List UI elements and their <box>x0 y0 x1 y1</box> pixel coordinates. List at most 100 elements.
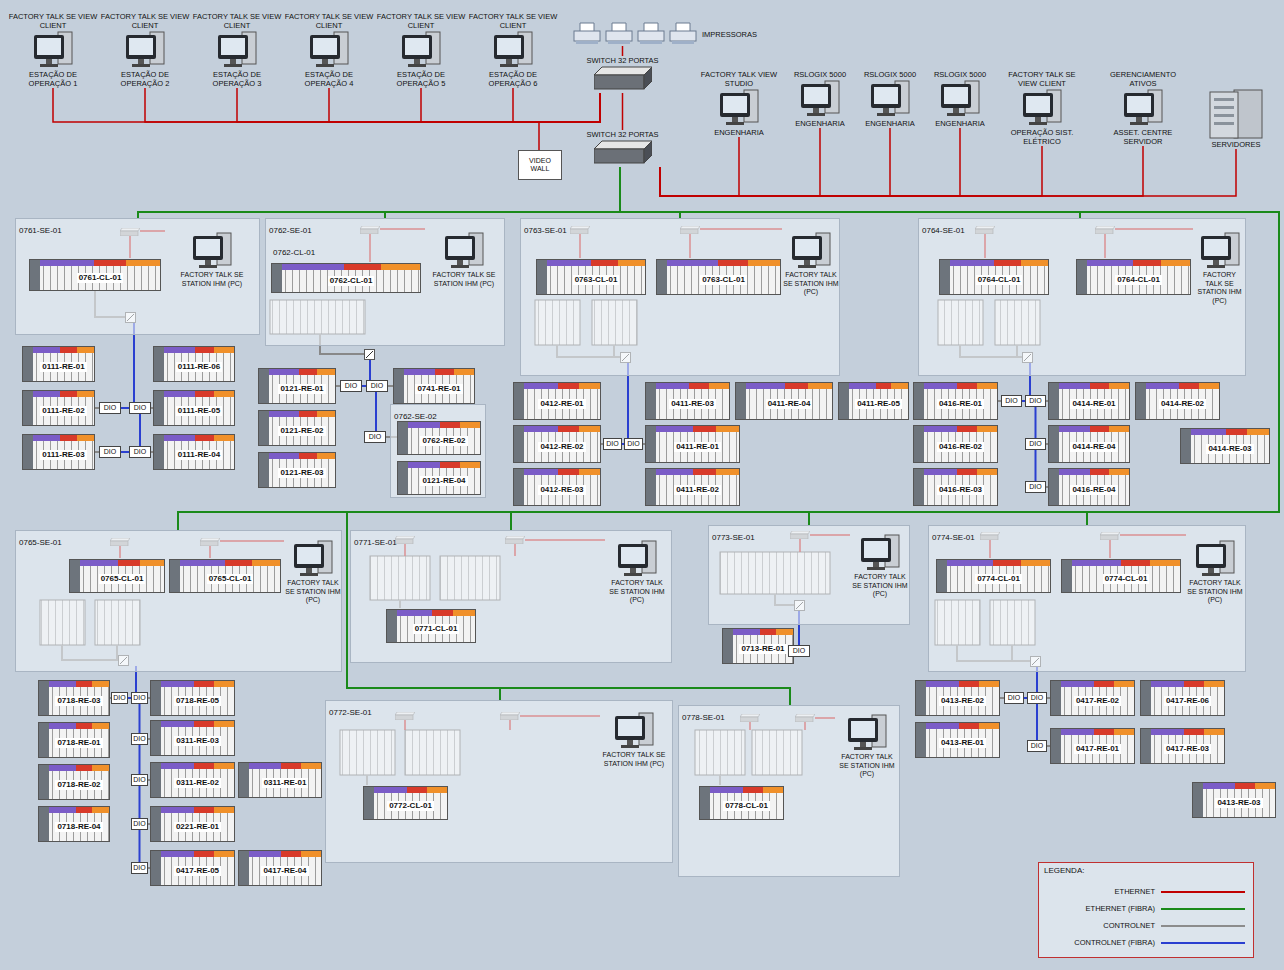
node-label: DIO <box>1031 694 1043 702</box>
node-label: 0413-RE-03 <box>1215 798 1262 808</box>
network-link <box>139 414 141 446</box>
plc-rack: 0741-RE-01 <box>393 368 475 404</box>
node-label: 0762-CL-01 <box>328 276 375 286</box>
plc-rack: 0412-RE-01 <box>513 382 601 420</box>
plc-rack: 0413-RE-02 <box>915 680 1000 716</box>
node-label: DIO <box>133 735 145 743</box>
node-label: 0764-CL-01 <box>1115 275 1162 285</box>
network-switch: SWITCH 32 PORTAS <box>575 56 670 93</box>
monitor-icon <box>490 30 536 70</box>
node-label: DIO <box>606 440 618 448</box>
server-icon <box>1204 88 1268 140</box>
node-caption: ENGENHARIA <box>935 119 985 128</box>
substation-panel: 0762-CL-01FACTORY TALK SE STATION IHM (P… <box>265 218 505 346</box>
node-label: FACTORY TALK SE STATION IHM (PC) <box>851 573 909 599</box>
network-link <box>237 88 600 122</box>
node-label: DIO <box>104 404 116 412</box>
plc-rack: 0411-RE-02 <box>645 468 740 506</box>
node-label: 0713-RE-01 <box>739 644 786 654</box>
legend-row: ETHERNET <box>1039 883 1253 900</box>
network-link <box>121 407 129 409</box>
network-link <box>620 167 1080 218</box>
node-label: FACTORY TALK SE STATION IHM (PC) <box>601 751 667 768</box>
node-label: 0416-RE-04 <box>1070 485 1117 495</box>
substation-panel: 0774-CL-010774-CL-01FACTORY TALK SE STAT… <box>928 525 1246 672</box>
rack-heading: 0762-CL-01 <box>273 248 315 258</box>
node-label: 0765-SE-01 <box>19 538 62 548</box>
node-label: DIO <box>134 448 146 456</box>
fiber-dio: DIO <box>131 692 148 704</box>
node-label: FACTORY TALK SE VIEW CLIENT <box>284 12 374 30</box>
node-label: DIO <box>1031 742 1043 750</box>
node-label: 0718-RE-05 <box>174 696 221 706</box>
network-switch: SWITCH 32 PORTAS <box>575 130 670 167</box>
node-label: 0121-RE-02 <box>278 426 325 436</box>
node-label: 0111-RE-03 <box>40 450 86 460</box>
network-link <box>660 146 1143 196</box>
plc-rack: 0412-RE-02 <box>513 425 601 463</box>
node-label: 0412-RE-01 <box>538 399 585 409</box>
substation-panel: FACTORY TALK SE STATION IHM (PC)0778-CL-… <box>678 705 900 877</box>
plc-rack: 0412-RE-03 <box>513 468 601 506</box>
node-caption: ESTAÇÃO DE OPERAÇÃO 1 <box>8 70 98 88</box>
fiber-dio: DIO <box>131 862 148 874</box>
node-label: DIO <box>104 448 116 456</box>
plc-rack: 0765-CL-01 <box>169 559 281 593</box>
network-link <box>329 88 600 122</box>
node-label: FACTORY TALK SE VIEW CLIENT <box>998 70 1086 88</box>
plc-rack: 0718-RE-01 <box>38 722 110 758</box>
node-label: 0741-RE-01 <box>415 384 462 394</box>
monitor-icon <box>867 79 913 119</box>
node-caption: ENGENHARIA <box>865 119 915 128</box>
fiber-dio: DIO <box>624 438 643 450</box>
plc-rack: 0771-CL-01 <box>386 609 476 643</box>
node-label: FACTORY TALK SE VIEW CLIENT <box>8 12 98 30</box>
operator-workstation: RSLOGIX 5000ENGENHARIA <box>786 70 854 128</box>
plc-rack: 0121-RE-03 <box>258 452 336 488</box>
plc-rack: 0311-RE-02 <box>150 762 235 798</box>
node-label: 0414-RE-01 <box>1070 399 1117 409</box>
node-caption: ENGENHARIA <box>795 119 845 128</box>
plc-rack: 0417-RE-01 <box>1050 728 1135 764</box>
plc-rack: 0111-RE-04 <box>153 434 235 470</box>
node-label: FACTORY TALK SE STATION IHM (PC) <box>285 579 341 605</box>
plc-rack: 0765-CL-01 <box>69 559 165 593</box>
node-label: 0718-RE-03 <box>55 696 102 706</box>
node-label: DIO <box>1005 397 1017 405</box>
node-label: 0417-RE-06 <box>1164 696 1211 706</box>
plc-rack: 0111-RE-05 <box>153 390 235 426</box>
node-label: DIO <box>371 382 383 390</box>
monitor-icon <box>716 88 762 128</box>
hmi-station: FACTORY TALK SE STATION IHM (PC) <box>285 539 341 605</box>
node-label: 0411-RE-02 <box>674 485 721 495</box>
legend-sample <box>1161 905 1245 913</box>
node-label: FACTORY TALK SE VIEW CLIENT <box>376 12 466 30</box>
node-label: 0718-RE-02 <box>55 780 102 790</box>
server-group: SERVIDORES <box>1198 88 1274 149</box>
network-link <box>539 93 600 150</box>
node-label: DIO <box>627 440 639 448</box>
fiber-dio: DIO <box>111 692 128 704</box>
plc-rack: 0411-RE-04 <box>735 382 833 420</box>
network-link <box>660 137 739 196</box>
plc-rack: 0414-RE-04 <box>1048 425 1130 463</box>
monitor-icon <box>122 30 168 70</box>
fiber-dio: DIO <box>131 733 148 745</box>
plc-rack: 0762-CL-01 <box>271 263 421 293</box>
substation-panel: FACTORY TALK SE STATION IHM (PC)0772-CL-… <box>325 700 673 863</box>
node-label: 0111-RE-02 <box>40 406 86 416</box>
node-label: DIO <box>345 382 357 390</box>
network-link <box>660 149 1236 196</box>
node-label: 0411-RE-04 <box>766 399 813 409</box>
plc-rack: 0413-RE-01 <box>915 722 1000 758</box>
node-caption: ESTAÇÃO DE OPERAÇÃO 4 <box>284 70 374 88</box>
node-label: 0417-RE-01 <box>1074 744 1121 754</box>
plc-rack: 0416-RE-03 <box>913 468 998 506</box>
node-label: 0761-SE-01 <box>19 226 62 236</box>
monitor-icon <box>614 539 660 579</box>
node-label: 0414-RE-03 <box>1206 444 1253 454</box>
node-label: DIO <box>1008 694 1020 702</box>
monitor-icon <box>1192 539 1238 579</box>
monitor-icon <box>306 30 352 70</box>
node-caption: ASSET. CENTRE SERVIDOR <box>1100 128 1186 146</box>
